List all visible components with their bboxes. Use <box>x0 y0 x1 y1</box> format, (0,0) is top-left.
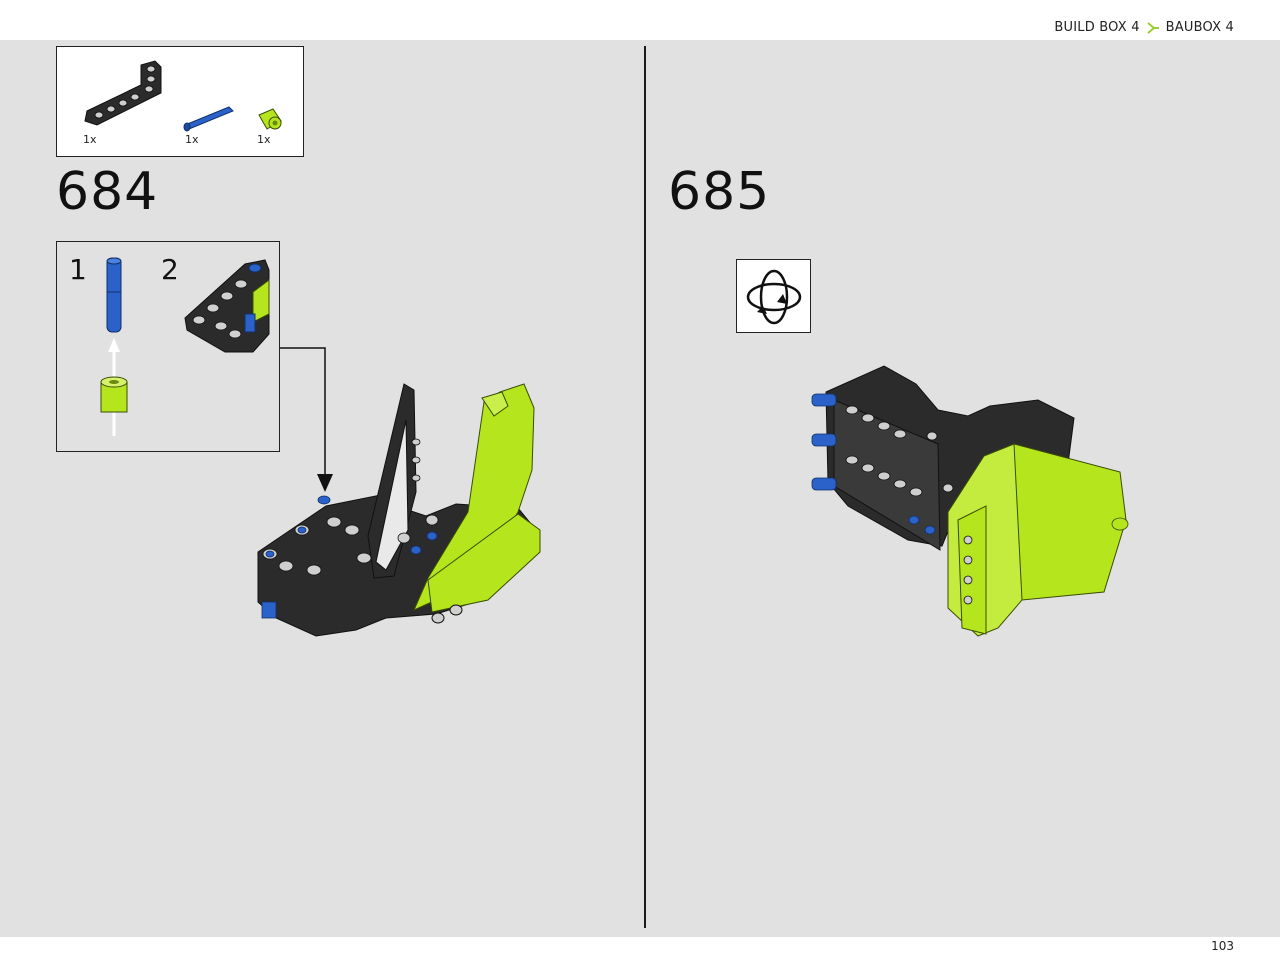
blue-pin-part <box>183 106 234 132</box>
page-footer <box>0 937 1280 974</box>
parts-list-box: 1x 1x 1x <box>56 46 304 157</box>
lime-bush-part <box>258 108 282 130</box>
sub-step-2-label: 2 <box>161 253 179 286</box>
step-685-model <box>811 365 1129 637</box>
breadcrumb-baubox: BAUBOX 4 <box>1165 20 1234 35</box>
sub-step-2-illustration <box>184 259 270 353</box>
rotate-model-box <box>736 259 811 333</box>
sub-step-1-label: 1 <box>69 253 87 286</box>
qty-label: 1x <box>257 133 271 146</box>
page-header: BUILD BOX 4 BAUBOX 4 <box>0 0 1280 40</box>
column-divider <box>644 46 646 928</box>
rotate-model-icon <box>746 269 802 325</box>
qty-label: 1x <box>83 133 97 146</box>
qty-label: 1x <box>185 133 199 146</box>
arrow-split-icon <box>1147 21 1159 34</box>
sub-assembly-box: 1 2 <box>56 241 280 452</box>
step-684-model <box>257 383 541 637</box>
page-number: 103 <box>1211 939 1234 953</box>
step-number-685: 685 <box>668 162 771 222</box>
sub-step-1-illustration <box>100 257 128 436</box>
breadcrumb-build-box: BUILD BOX 4 <box>1054 20 1140 35</box>
black-l-beam-part <box>84 60 162 126</box>
breadcrumb: BUILD BOX 4 BAUBOX 4 <box>1054 20 1234 35</box>
step-number-684: 684 <box>56 162 159 222</box>
callout-arrow <box>280 347 333 492</box>
